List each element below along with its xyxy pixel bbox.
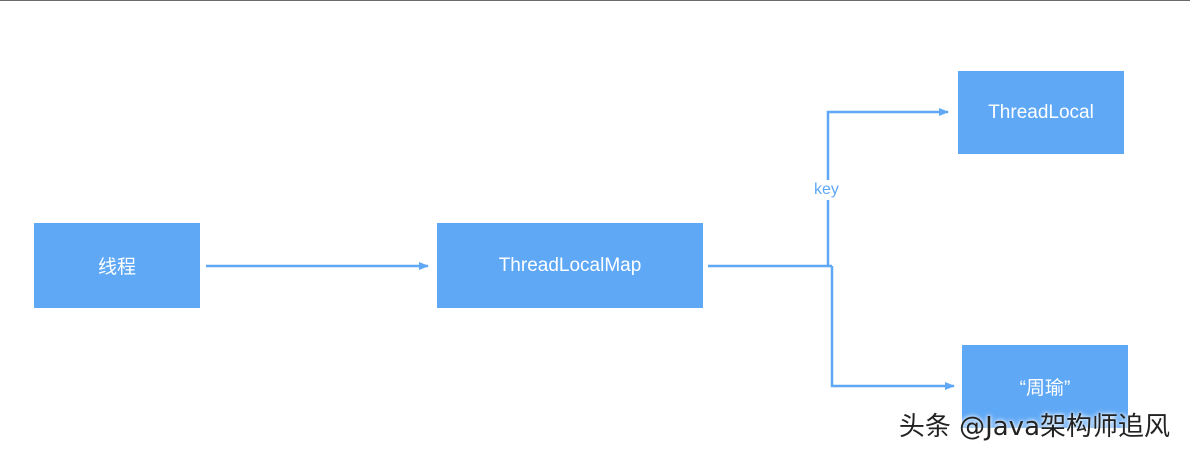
node-threadlocalmap-label: ThreadLocalMap — [498, 254, 642, 276]
watermark: 头条 @Java架构师追风 — [898, 412, 1170, 442]
edge-key-label: key — [811, 180, 842, 200]
node-thread: 线程 — [34, 223, 200, 308]
node-value: “周瑜” — [962, 345, 1128, 428]
edge-junction-to-threadlocal — [826, 108, 949, 266]
node-threadlocal: ThreadLocal — [958, 71, 1124, 154]
edge-junction-to-value — [830, 266, 955, 390]
node-threadlocal-label: ThreadLocal — [988, 101, 1094, 123]
node-threadlocalmap: ThreadLocalMap — [437, 223, 703, 308]
node-value-label: “周瑜” — [1019, 378, 1071, 399]
node-thread-label: 线程 — [97, 257, 136, 278]
